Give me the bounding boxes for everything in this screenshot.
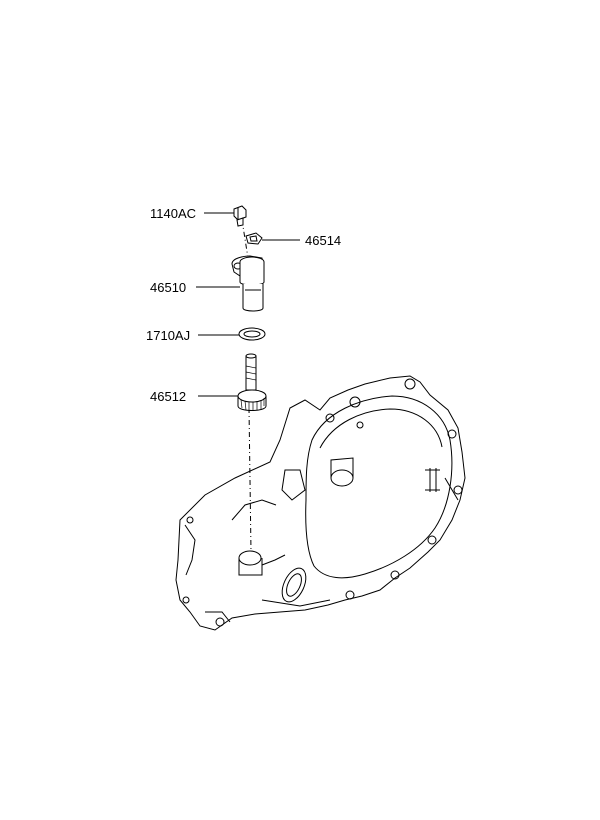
oring-part (238, 327, 266, 341)
callout-bolt: 1140AC (150, 206, 196, 221)
sleeve-part (231, 255, 265, 312)
callout-clip: 46514 (305, 233, 341, 248)
callout-oring: 1710AJ (146, 328, 190, 343)
assembly-axis-lower (248, 407, 252, 553)
gear-part (237, 353, 267, 411)
callout-gear: 46512 (150, 389, 186, 404)
bolt-part (233, 205, 247, 227)
transmission-housing (175, 375, 466, 631)
assembly-axis-upper (241, 219, 249, 259)
callout-sleeve: 46510 (150, 280, 186, 295)
clip-part (245, 232, 263, 245)
